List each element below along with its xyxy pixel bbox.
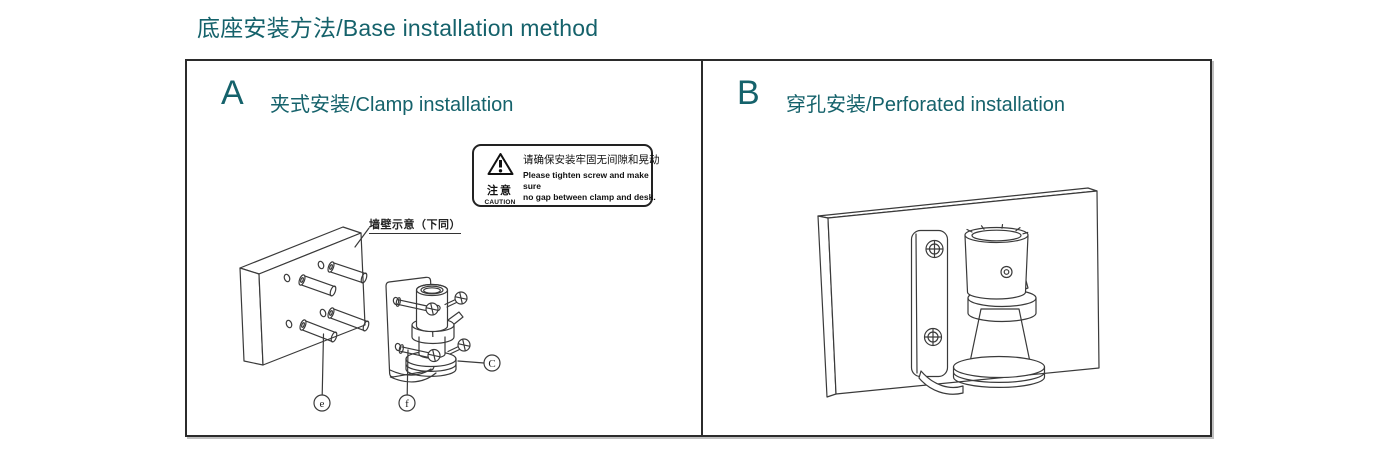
panel-b-letter: B bbox=[737, 74, 760, 112]
clamp-base-drawing bbox=[385, 276, 464, 383]
callout-c: C bbox=[457, 354, 501, 372]
mounting-plate-drawing bbox=[910, 229, 949, 378]
caution-text-en-line2: no gap between clamp and desk. bbox=[523, 192, 656, 203]
caution-icon-block: 注意 CAUTION bbox=[481, 152, 519, 206]
wall-note-leader-line bbox=[354, 227, 370, 248]
caution-cn-label: 注意 bbox=[487, 184, 513, 197]
caution-text-en-line1: Please tighten screw and make sure bbox=[523, 170, 649, 192]
mounting-pegs-drawing bbox=[298, 261, 370, 343]
panel-clamp-installation: A 夹式安装/Clamp installation bbox=[187, 61, 701, 435]
warning-triangle-icon bbox=[487, 153, 513, 175]
callout-e-label: e bbox=[320, 398, 325, 410]
caution-en-label: CAUTION bbox=[484, 199, 516, 206]
panel-a-letter: A bbox=[221, 74, 244, 112]
installation-methods-box: A 夹式安装/Clamp installation bbox=[185, 59, 1212, 437]
callout-f: f bbox=[398, 349, 416, 412]
clamp-installation-diagram: e f C bbox=[239, 226, 501, 412]
callout-e: e bbox=[313, 333, 331, 412]
wall-slab-drawing bbox=[239, 226, 366, 366]
callout-f-label: f bbox=[405, 398, 409, 410]
caution-text-en: Please tighten screw and make sure no ga… bbox=[523, 170, 660, 203]
wall-note-label: 墙壁示意（下同） bbox=[369, 216, 461, 234]
page-title: 底座安装方法/Base installation method bbox=[197, 15, 599, 41]
perforated-installation-diagram bbox=[817, 187, 1100, 398]
caution-text-cn: 请确保安装牢固无间隙和晃动 bbox=[523, 154, 660, 166]
callout-c-label: C bbox=[488, 358, 495, 370]
screws-drawing bbox=[395, 291, 471, 363]
caution-box: 注意 CAUTION 请确保安装牢固无间隙和晃动 Please tighten … bbox=[472, 144, 660, 207]
mounted-base-drawing bbox=[918, 224, 1046, 395]
caution-text-block: 请确保安装牢固无间隙和晃动 Please tighten screw and m… bbox=[519, 152, 660, 203]
wall-slab-drawing bbox=[817, 187, 1100, 398]
panel-perforated-installation: B 穿孔安装/Perforated installation bbox=[701, 61, 1212, 435]
panel-b-title: 穿孔安装/Perforated installation bbox=[786, 94, 1066, 116]
panel-a-title: 夹式安装/Clamp installation bbox=[270, 94, 514, 116]
